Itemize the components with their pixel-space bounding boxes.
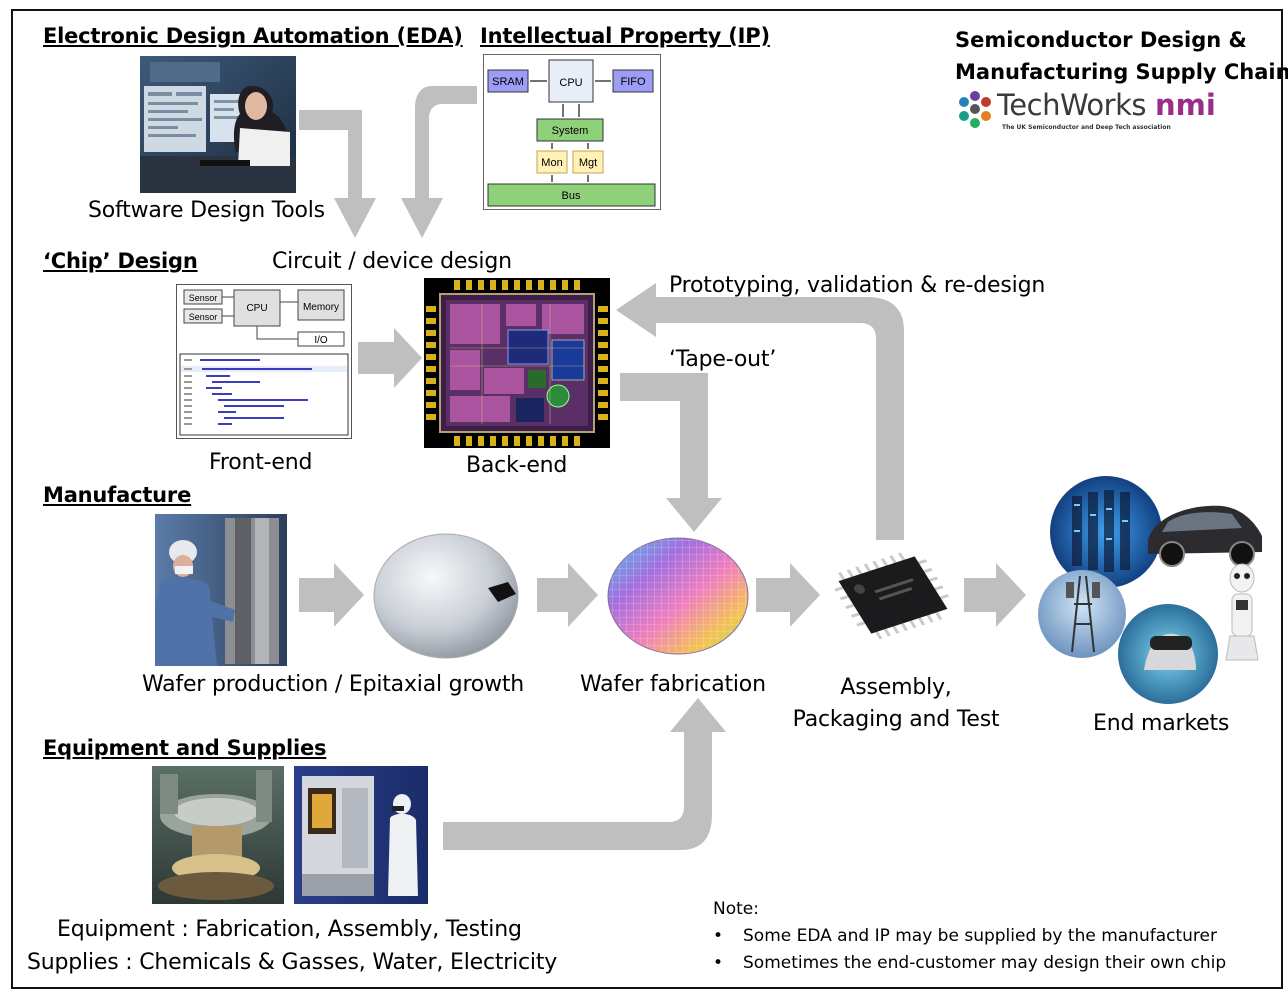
wafer-worker-photo bbox=[155, 514, 287, 666]
label-front-end: Front-end bbox=[209, 450, 313, 475]
logo-hex-icon bbox=[959, 91, 991, 128]
fe-sensor1-label: Sensor bbox=[189, 293, 218, 303]
section-header-ip: Intellectual Property (IP) bbox=[480, 24, 770, 48]
arrow-prototyping-loop bbox=[616, 283, 904, 540]
ip-sram-label: SRAM bbox=[492, 76, 524, 88]
note-list: Some EDA and IP may be supplied by the m… bbox=[713, 923, 1226, 977]
note-item: Some EDA and IP may be supplied by the m… bbox=[713, 923, 1226, 950]
car-icon bbox=[1148, 505, 1262, 567]
fe-memory-box bbox=[297, 289, 345, 321]
eda-photo bbox=[140, 56, 296, 193]
ip-mgt-box bbox=[572, 150, 604, 174]
title-line-2: Manufacturing Supply Chain bbox=[955, 60, 1288, 84]
ip-system-label: System bbox=[552, 125, 589, 137]
fe-sensor2-label: Sensor bbox=[189, 312, 218, 322]
ip-mgt-label: Mgt bbox=[579, 157, 597, 169]
diagram-frame bbox=[11, 9, 1283, 989]
ip-mon-box bbox=[536, 150, 568, 174]
logo-brand: TechWorks bbox=[997, 88, 1147, 122]
arrow-wafer-to-fab bbox=[537, 563, 598, 627]
label-equipment: Equipment : Fabrication, Assembly, Testi… bbox=[57, 917, 522, 942]
arrow-worker-to-wafer bbox=[299, 563, 364, 627]
fe-cpu-box bbox=[233, 289, 281, 327]
note-block: Note: Some EDA and IP may be supplied by… bbox=[713, 896, 1226, 977]
ip-cpu-label: CPU bbox=[559, 77, 582, 89]
telecom-tower-icon bbox=[1038, 570, 1126, 658]
techworks-logo: TechWorks nmi The UK Semiconductor and D… bbox=[955, 88, 1235, 136]
ip-cpu-box bbox=[548, 59, 594, 103]
label-prototyping: Prototyping, validation & re-design bbox=[669, 273, 1046, 298]
label-software-tools: Software Design Tools bbox=[88, 198, 325, 223]
ip-system-box bbox=[536, 118, 604, 142]
section-header-equipment: Equipment and Supplies bbox=[43, 736, 327, 760]
fe-memory-label: Memory bbox=[303, 302, 339, 313]
wafer-fabrication-image bbox=[607, 537, 749, 655]
fe-io-label: I/O bbox=[314, 335, 328, 346]
label-circuit-design: Circuit / device design bbox=[272, 249, 512, 274]
logo-suffix: nmi bbox=[1155, 88, 1216, 122]
ip-fifo-box bbox=[612, 69, 654, 93]
title-line-1: Semiconductor Design & bbox=[955, 28, 1247, 52]
frontend-block-diagram: Sensor Sensor CPU Memory I/O bbox=[176, 284, 352, 439]
ip-mon-label: Mon bbox=[541, 157, 562, 169]
backend-layout-image bbox=[424, 278, 610, 448]
label-tapeout: ‘Tape-out’ bbox=[669, 347, 777, 372]
arrow-tapeout bbox=[620, 373, 722, 532]
ip-sram-box bbox=[487, 69, 529, 93]
end-markets-collage bbox=[1038, 476, 1262, 704]
label-end-markets: End markets bbox=[1093, 711, 1230, 736]
equipment-robot-photo bbox=[152, 766, 284, 904]
packaged-chip-image bbox=[834, 552, 950, 640]
label-supplies: Supplies : Chemicals & Gasses, Water, El… bbox=[27, 950, 558, 975]
label-wafer-fabrication: Wafer fabrication bbox=[580, 672, 766, 697]
equipment-machine-photo bbox=[294, 766, 428, 904]
label-back-end: Back-end bbox=[466, 453, 568, 478]
label-assembly-line2: Packaging and Test bbox=[792, 707, 1000, 732]
label-assembly-line1: Assembly, bbox=[840, 675, 952, 700]
section-header-manufacture: Manufacture bbox=[43, 483, 192, 507]
arrow-assembly-to-markets bbox=[964, 563, 1026, 627]
ip-fifo-label: FIFO bbox=[620, 76, 645, 88]
section-header-eda: Electronic Design Automation (EDA) bbox=[43, 24, 463, 48]
arrow-eda-to-design bbox=[299, 110, 376, 238]
ip-bus-label: Bus bbox=[562, 190, 581, 202]
arrow-equipment-to-fab bbox=[443, 698, 726, 850]
label-wafer-production: Wafer production / Epitaxial growth bbox=[142, 672, 525, 697]
silicon-wafer-image bbox=[373, 533, 519, 659]
note-heading: Note: bbox=[713, 899, 759, 919]
arrow-fab-to-assembly bbox=[756, 563, 820, 627]
logo-tagline: The UK Semiconductor and Deep Tech assoc… bbox=[1002, 124, 1171, 131]
section-header-chip-design: ‘Chip’ Design bbox=[43, 249, 198, 273]
diagram-title: Semiconductor Design & Manufacturing Sup… bbox=[955, 24, 1288, 88]
ip-block-diagram: SRAM CPU FIFO System Mon Mgt Bus bbox=[483, 54, 661, 210]
arrow-front-to-back bbox=[358, 328, 422, 388]
fe-cpu-label: CPU bbox=[246, 303, 267, 314]
arrow-ip-to-design bbox=[401, 86, 477, 238]
note-item: Sometimes the end-customer may design th… bbox=[713, 950, 1226, 977]
ip-bus-box bbox=[487, 183, 656, 207]
label-assembly: Assembly, Packaging and Test bbox=[786, 672, 1006, 736]
robot-icon bbox=[1225, 563, 1259, 661]
